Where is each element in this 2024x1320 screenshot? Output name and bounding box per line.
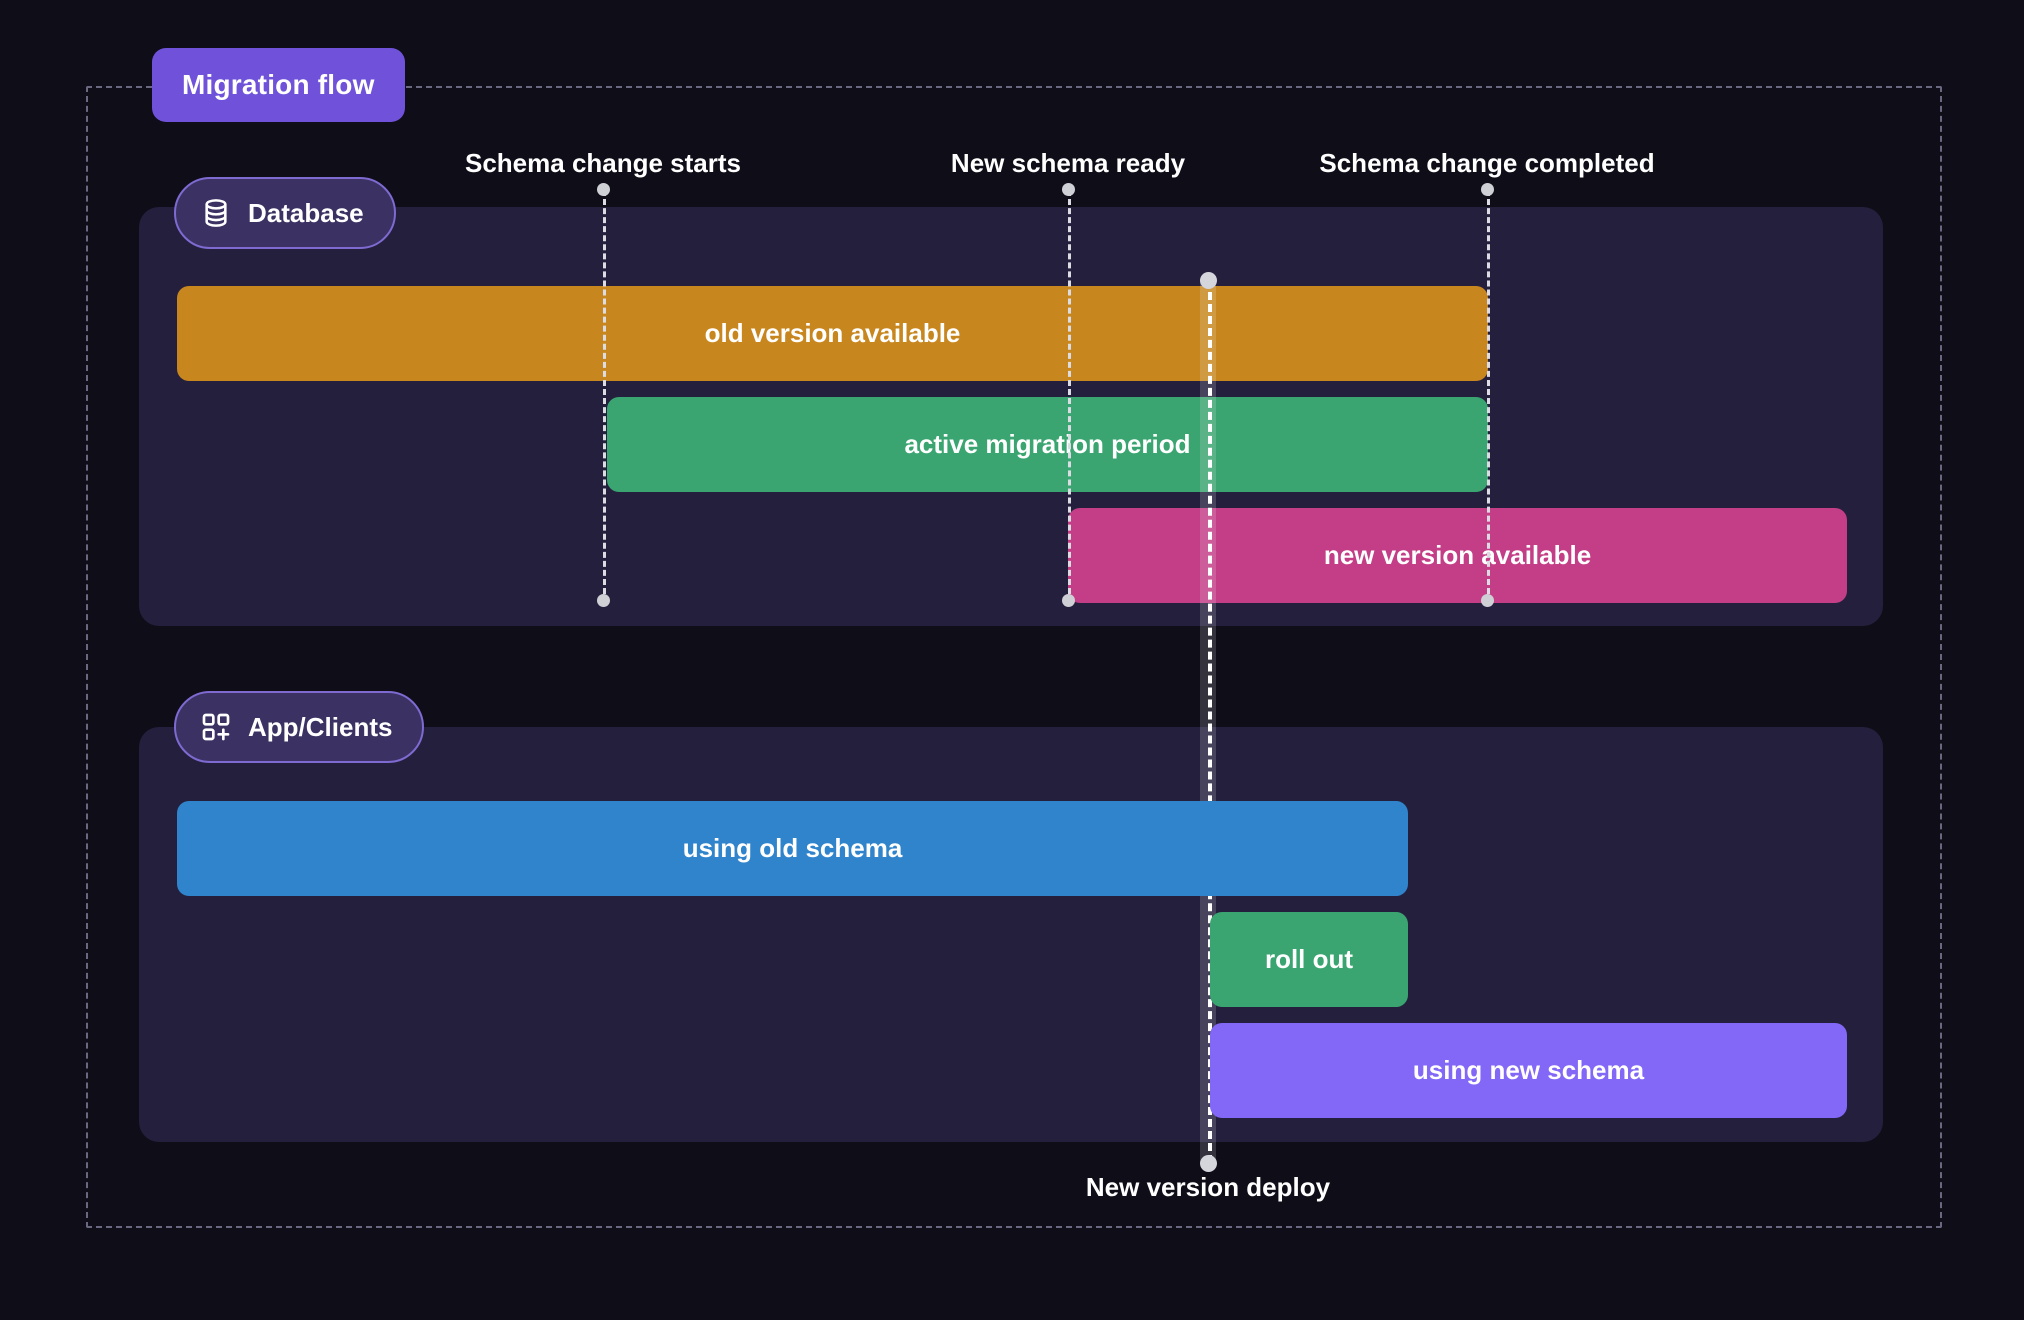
milestone-label-schema-change-completed: Schema change completed bbox=[1319, 148, 1655, 178]
milestone-dot-new-schema-ready bbox=[1061, 183, 1075, 196]
database-icon bbox=[200, 197, 232, 229]
bar-app-clients-0[interactable]: using old schema bbox=[177, 801, 1408, 896]
milestone-dot-schema-change-starts bbox=[596, 183, 610, 196]
milestone-dot-schema-change-completed bbox=[1480, 183, 1494, 196]
milestone-dot-bottom-schema-change-completed bbox=[1480, 594, 1494, 607]
milestone-dot-bottom-new-schema-ready bbox=[1061, 594, 1075, 607]
milestone-line-schema-change-completed bbox=[1487, 190, 1490, 594]
milestone-label-schema-change-starts: Schema change starts bbox=[464, 148, 742, 178]
deploy-marker-label: New version deploy bbox=[1085, 1172, 1331, 1202]
bar-database-0[interactable]: old version available bbox=[177, 286, 1488, 381]
diagram-outer-frame bbox=[86, 86, 1942, 1228]
app-grid-plus-icon bbox=[200, 711, 232, 743]
deploy-marker-line bbox=[1208, 280, 1212, 1163]
deploy-marker-dot-bottom bbox=[1199, 1155, 1217, 1172]
bar-database-1[interactable]: active migration period bbox=[607, 397, 1488, 492]
deploy-marker-dot-top bbox=[1199, 272, 1217, 289]
bar-database-2[interactable]: new version available bbox=[1068, 508, 1847, 603]
lane-pill-label-app-clients: App/Clients bbox=[248, 711, 393, 742]
lane-pill-database[interactable]: Database bbox=[174, 177, 396, 249]
milestone-line-schema-change-starts bbox=[603, 190, 606, 594]
bar-app-clients-2[interactable]: using new schema bbox=[1210, 1023, 1847, 1118]
page-title: Migration flow bbox=[182, 69, 375, 100]
lane-pill-label-database: Database bbox=[248, 197, 364, 228]
bar-app-clients-1[interactable]: roll out bbox=[1210, 912, 1408, 1007]
milestone-label-new-schema-ready: New schema ready bbox=[950, 148, 1186, 178]
milestone-line-new-schema-ready bbox=[1068, 190, 1071, 594]
diagram-title-badge: Migration flow bbox=[152, 48, 405, 122]
milestone-dot-bottom-schema-change-starts bbox=[596, 594, 610, 607]
lane-pill-app-clients[interactable]: App/Clients bbox=[174, 691, 425, 763]
